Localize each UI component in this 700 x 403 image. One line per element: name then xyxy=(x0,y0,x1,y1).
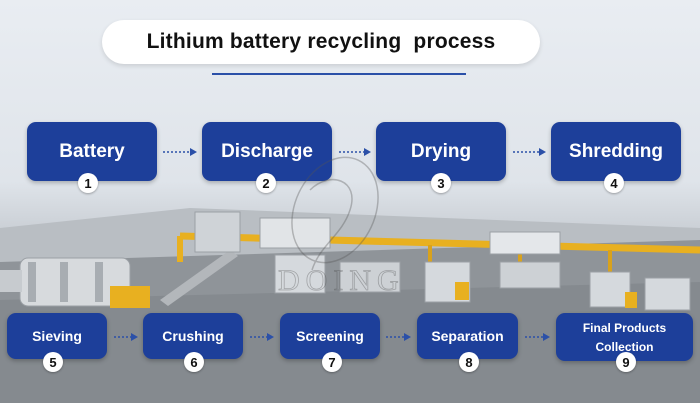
step-box-discharge: Discharge xyxy=(202,122,332,181)
step-number-badge: 2 xyxy=(256,173,276,193)
step-label: Final Products Collection xyxy=(582,321,667,354)
flow-arrow-1-2 xyxy=(163,148,197,156)
title-banner: Lithium battery recycling process xyxy=(102,20,540,64)
step-number-badge: 1 xyxy=(78,173,98,193)
step-label: Battery xyxy=(59,141,125,162)
flow-arrow-2-3 xyxy=(339,148,371,156)
step-label: Screening xyxy=(296,328,364,344)
watermark-logo: DOING xyxy=(278,156,405,297)
step-label: Shredding xyxy=(569,141,663,162)
flow-arrow-5-6 xyxy=(114,333,138,341)
step-label: Separation xyxy=(431,328,504,344)
step-number-badge: 7 xyxy=(322,352,342,372)
step-label: Crushing xyxy=(162,328,224,344)
step-label: Discharge xyxy=(221,141,313,162)
step-label: Drying xyxy=(410,141,472,162)
page-title: Lithium battery recycling process xyxy=(146,30,496,53)
flow-arrow-6-7 xyxy=(250,333,274,341)
step-box-screening: Screening xyxy=(280,313,380,359)
step-number-badge: 8 xyxy=(459,352,479,372)
flow-arrow-3-4 xyxy=(513,148,546,156)
flow-arrow-8-9 xyxy=(525,333,550,341)
step-number-badge: 4 xyxy=(604,173,624,193)
step-number-badge: 6 xyxy=(184,352,204,372)
step-box-crushing: Crushing xyxy=(143,313,243,359)
step-number-badge: 9 xyxy=(616,352,636,372)
step-box-battery: Battery xyxy=(27,122,157,181)
step-box-shredding: Shredding xyxy=(551,122,681,181)
step-box-sieving: Sieving xyxy=(7,313,107,359)
step-label: Sieving xyxy=(32,328,82,344)
title-underline xyxy=(212,73,466,75)
step-number-badge: 3 xyxy=(431,173,451,193)
svg-text:DOING: DOING xyxy=(278,264,405,297)
flow-arrow-7-8 xyxy=(386,333,411,341)
step-number-badge: 5 xyxy=(43,352,63,372)
step-box-separation: Separation xyxy=(417,313,518,359)
step-box-drying: Drying xyxy=(376,122,506,181)
